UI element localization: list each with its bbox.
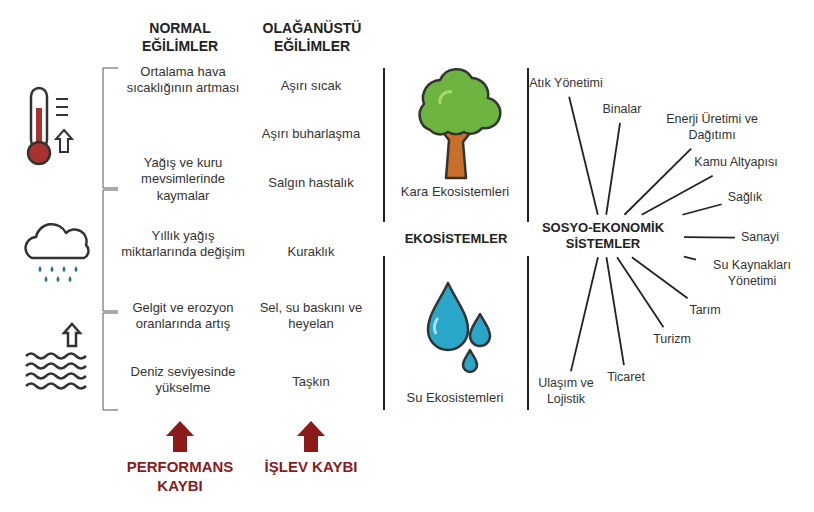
rain-cloud-icon-part-part [75, 266, 78, 272]
node-text: Tarım [689, 303, 720, 319]
node-text: Kamu Altyapısı [694, 155, 777, 171]
node-text: Ulaşım ve Lojistik [526, 376, 606, 407]
ecosystem-label: Kara Ekosistemleri [388, 184, 523, 200]
tree-illustration [420, 69, 501, 178]
sea-level-icon-part [26, 364, 86, 369]
divider-line-part [383, 68, 385, 222]
sea-level-icon [26, 324, 86, 389]
connector-line [569, 97, 598, 215]
trend-text: Taşkın [256, 374, 366, 390]
node-text: Atık Yönetimi [526, 76, 606, 92]
trend-text: Sel, su baskını ve heyelan [251, 300, 371, 333]
rain-cloud-icon-part-part [45, 276, 48, 282]
sector-label: Tarım [686, 301, 723, 321]
sea-level-icon-part [26, 384, 86, 389]
divider-line-part [527, 68, 529, 222]
trend-text: Gelgit ve erozyon oranlarında artış [108, 300, 258, 333]
thermometer-icon-part [56, 130, 72, 152]
sea-level-icon-part [26, 354, 86, 359]
divider-line-part [527, 256, 529, 410]
node-text: Turizm [653, 332, 691, 348]
loss-label: İŞLEV KAYBI [256, 458, 366, 477]
connector-line [571, 257, 598, 371]
sector-label: Turizm [650, 330, 694, 350]
trend-text: Aşırı sıcak [256, 78, 366, 94]
connector-line [682, 204, 721, 214]
trend-text: Salgın hastalık [251, 175, 371, 191]
up-arrow [166, 421, 325, 452]
bracket [103, 68, 118, 410]
trend-text: Yağış ve kuru mevsimlerinde kaymalar [113, 155, 253, 204]
water-drops-illustration-part [470, 314, 490, 346]
ecosystem-label: Su Ekosistemleri [388, 390, 523, 406]
node-text: Binalar [603, 102, 642, 118]
thermometer-icon [28, 88, 72, 164]
sector-label: Enerji Üretimi ve Dağıtımı [659, 110, 765, 145]
thermometer-icon-part [56, 106, 68, 108]
sector-label: Sağlık [725, 188, 766, 208]
divider-line-part [383, 256, 385, 410]
rain-cloud-icon-part [39, 266, 78, 282]
trend-text: Yıllık yağış miktarlarında değişim [118, 228, 248, 261]
connector-line [624, 149, 691, 215]
node-text: Enerji Üretimi ve Dağıtımı [662, 112, 762, 143]
rain-cloud-icon-part [26, 224, 89, 258]
rain-cloud-icon-part-part [39, 266, 42, 272]
sector-label: Ticaret [604, 368, 648, 388]
thermometer-icon-part [56, 98, 68, 100]
column-heading: NORMAL EĞİLİMLER [115, 20, 245, 55]
rain-cloud-icon [26, 224, 89, 282]
thermometer-icon-part [56, 114, 68, 116]
trend-text: Kuraklık [256, 244, 366, 260]
tree-illustration-part [420, 69, 501, 134]
node-text: SOSYO-EKONOMİK SİSTEMLER [528, 220, 678, 253]
node-text: Ticaret [607, 370, 645, 386]
loss-label: PERFORMANS KAYBI [110, 458, 250, 496]
up-arrow-part [166, 421, 194, 452]
sector-label: Sanayi [738, 228, 782, 248]
divider-line [384, 68, 528, 410]
trend-text: Aşırı buharlaşma [251, 126, 371, 142]
water-drops-illustration-part [434, 318, 438, 334]
up-arrow-part [297, 421, 325, 452]
node-text: Sağlık [728, 190, 763, 206]
section-heading: EKOSİSTEMLER [389, 231, 524, 247]
water-drops-illustration-part [428, 283, 468, 350]
bracket-part [103, 313, 118, 410]
water-drops-illustration [428, 283, 490, 372]
sector-label: Kamu Altyapısı [691, 153, 780, 173]
rain-cloud-icon-part-part [57, 276, 60, 282]
bracket-part [103, 190, 118, 311]
trend-text: Deniz seviyesinde yükselme [118, 364, 248, 397]
node-text: Sanayi [741, 230, 779, 246]
bracket-part [103, 68, 118, 188]
tree-illustration-part [440, 92, 452, 104]
sector-label: Su Kaynakları Yönetimi [699, 256, 805, 291]
connector-line [684, 257, 696, 260]
node-text: Su Kaynakları Yönetimi [702, 258, 802, 289]
connector-line [684, 236, 735, 238]
sector-label: Atık Yönetimi [523, 74, 609, 94]
rain-cloud-icon-part-part [51, 266, 54, 272]
trend-text: Ortalama hava sıcaklığının artması [118, 64, 248, 97]
sector-label: Ulaşım ve Lojistik [523, 374, 609, 409]
sea-level-icon-part [64, 324, 80, 346]
connector-line [606, 257, 623, 365]
sector-label: Binalar [600, 100, 645, 120]
rain-cloud-icon-part-part [63, 266, 66, 272]
sea-level-icon-part [26, 374, 86, 379]
water-drops-illustration-part [463, 350, 477, 372]
thermometer-icon-part [28, 142, 50, 164]
connector-line [617, 257, 663, 327]
connector-line [606, 123, 620, 215]
column-heading: OLAĞANÜSTÜ EĞİLİMLER [247, 20, 377, 55]
rain-cloud-icon-part-part [69, 276, 72, 282]
hub-label: SOSYO-EKONOMİK SİSTEMLER [525, 218, 681, 255]
